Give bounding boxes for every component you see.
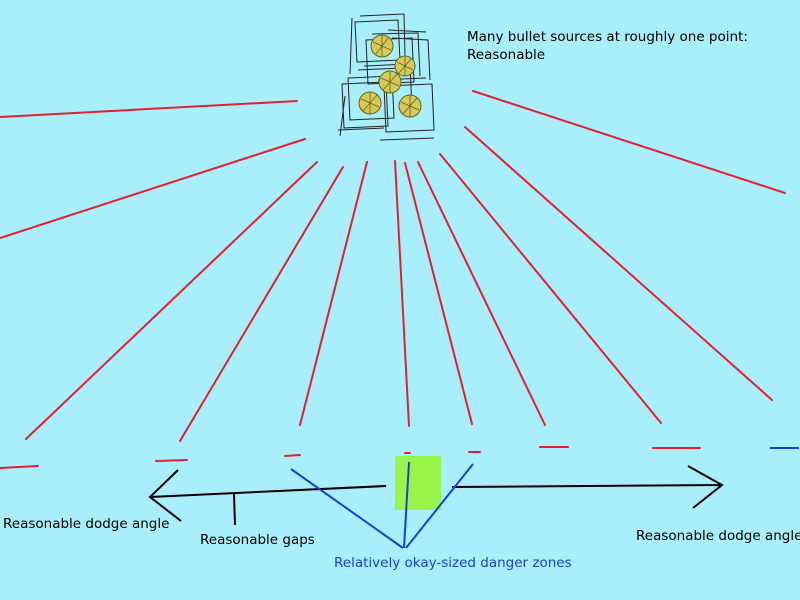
bullet-trail bbox=[472, 90, 786, 194]
bullet-trail bbox=[25, 161, 318, 440]
dodge-right-arrow bbox=[451, 465, 724, 509]
bullet-trail bbox=[179, 166, 344, 442]
bullet-trail bbox=[155, 459, 188, 462]
dodge-left-label: Reasonable dodge angle bbox=[3, 516, 170, 532]
dodge-arrows bbox=[148, 465, 724, 526]
dodge-left-arrow bbox=[148, 469, 387, 522]
bullet-trail bbox=[0, 138, 306, 239]
gap-pointer-line bbox=[233, 493, 236, 526]
dodge-right-label: Reasonable dodge angle bbox=[636, 528, 800, 544]
bullet-trail bbox=[464, 126, 773, 401]
danger-zones-label: Relatively okay-sized danger zones bbox=[334, 555, 572, 571]
bullet-trail bbox=[0, 465, 39, 469]
danger-zone-pointers bbox=[290, 447, 799, 549]
bullet-trail bbox=[439, 153, 662, 424]
sources-label-line2: Reasonable bbox=[467, 47, 546, 64]
sources-label-line1: Many bullet sources at roughly one point… bbox=[467, 29, 748, 45]
bullet-trail bbox=[394, 160, 410, 427]
gaps-label: Reasonable gaps bbox=[200, 532, 315, 548]
player-square-icon bbox=[395, 456, 441, 510]
bullet-trail bbox=[404, 162, 473, 425]
sources-label: Many bullet sources at roughly one point… bbox=[467, 28, 748, 64]
bullet-source-cluster-icon bbox=[337, 13, 435, 141]
bullet-trail bbox=[299, 161, 368, 426]
bullet-trail bbox=[0, 100, 298, 118]
bullet-trail bbox=[284, 454, 301, 457]
bullet-trail bbox=[417, 161, 546, 426]
